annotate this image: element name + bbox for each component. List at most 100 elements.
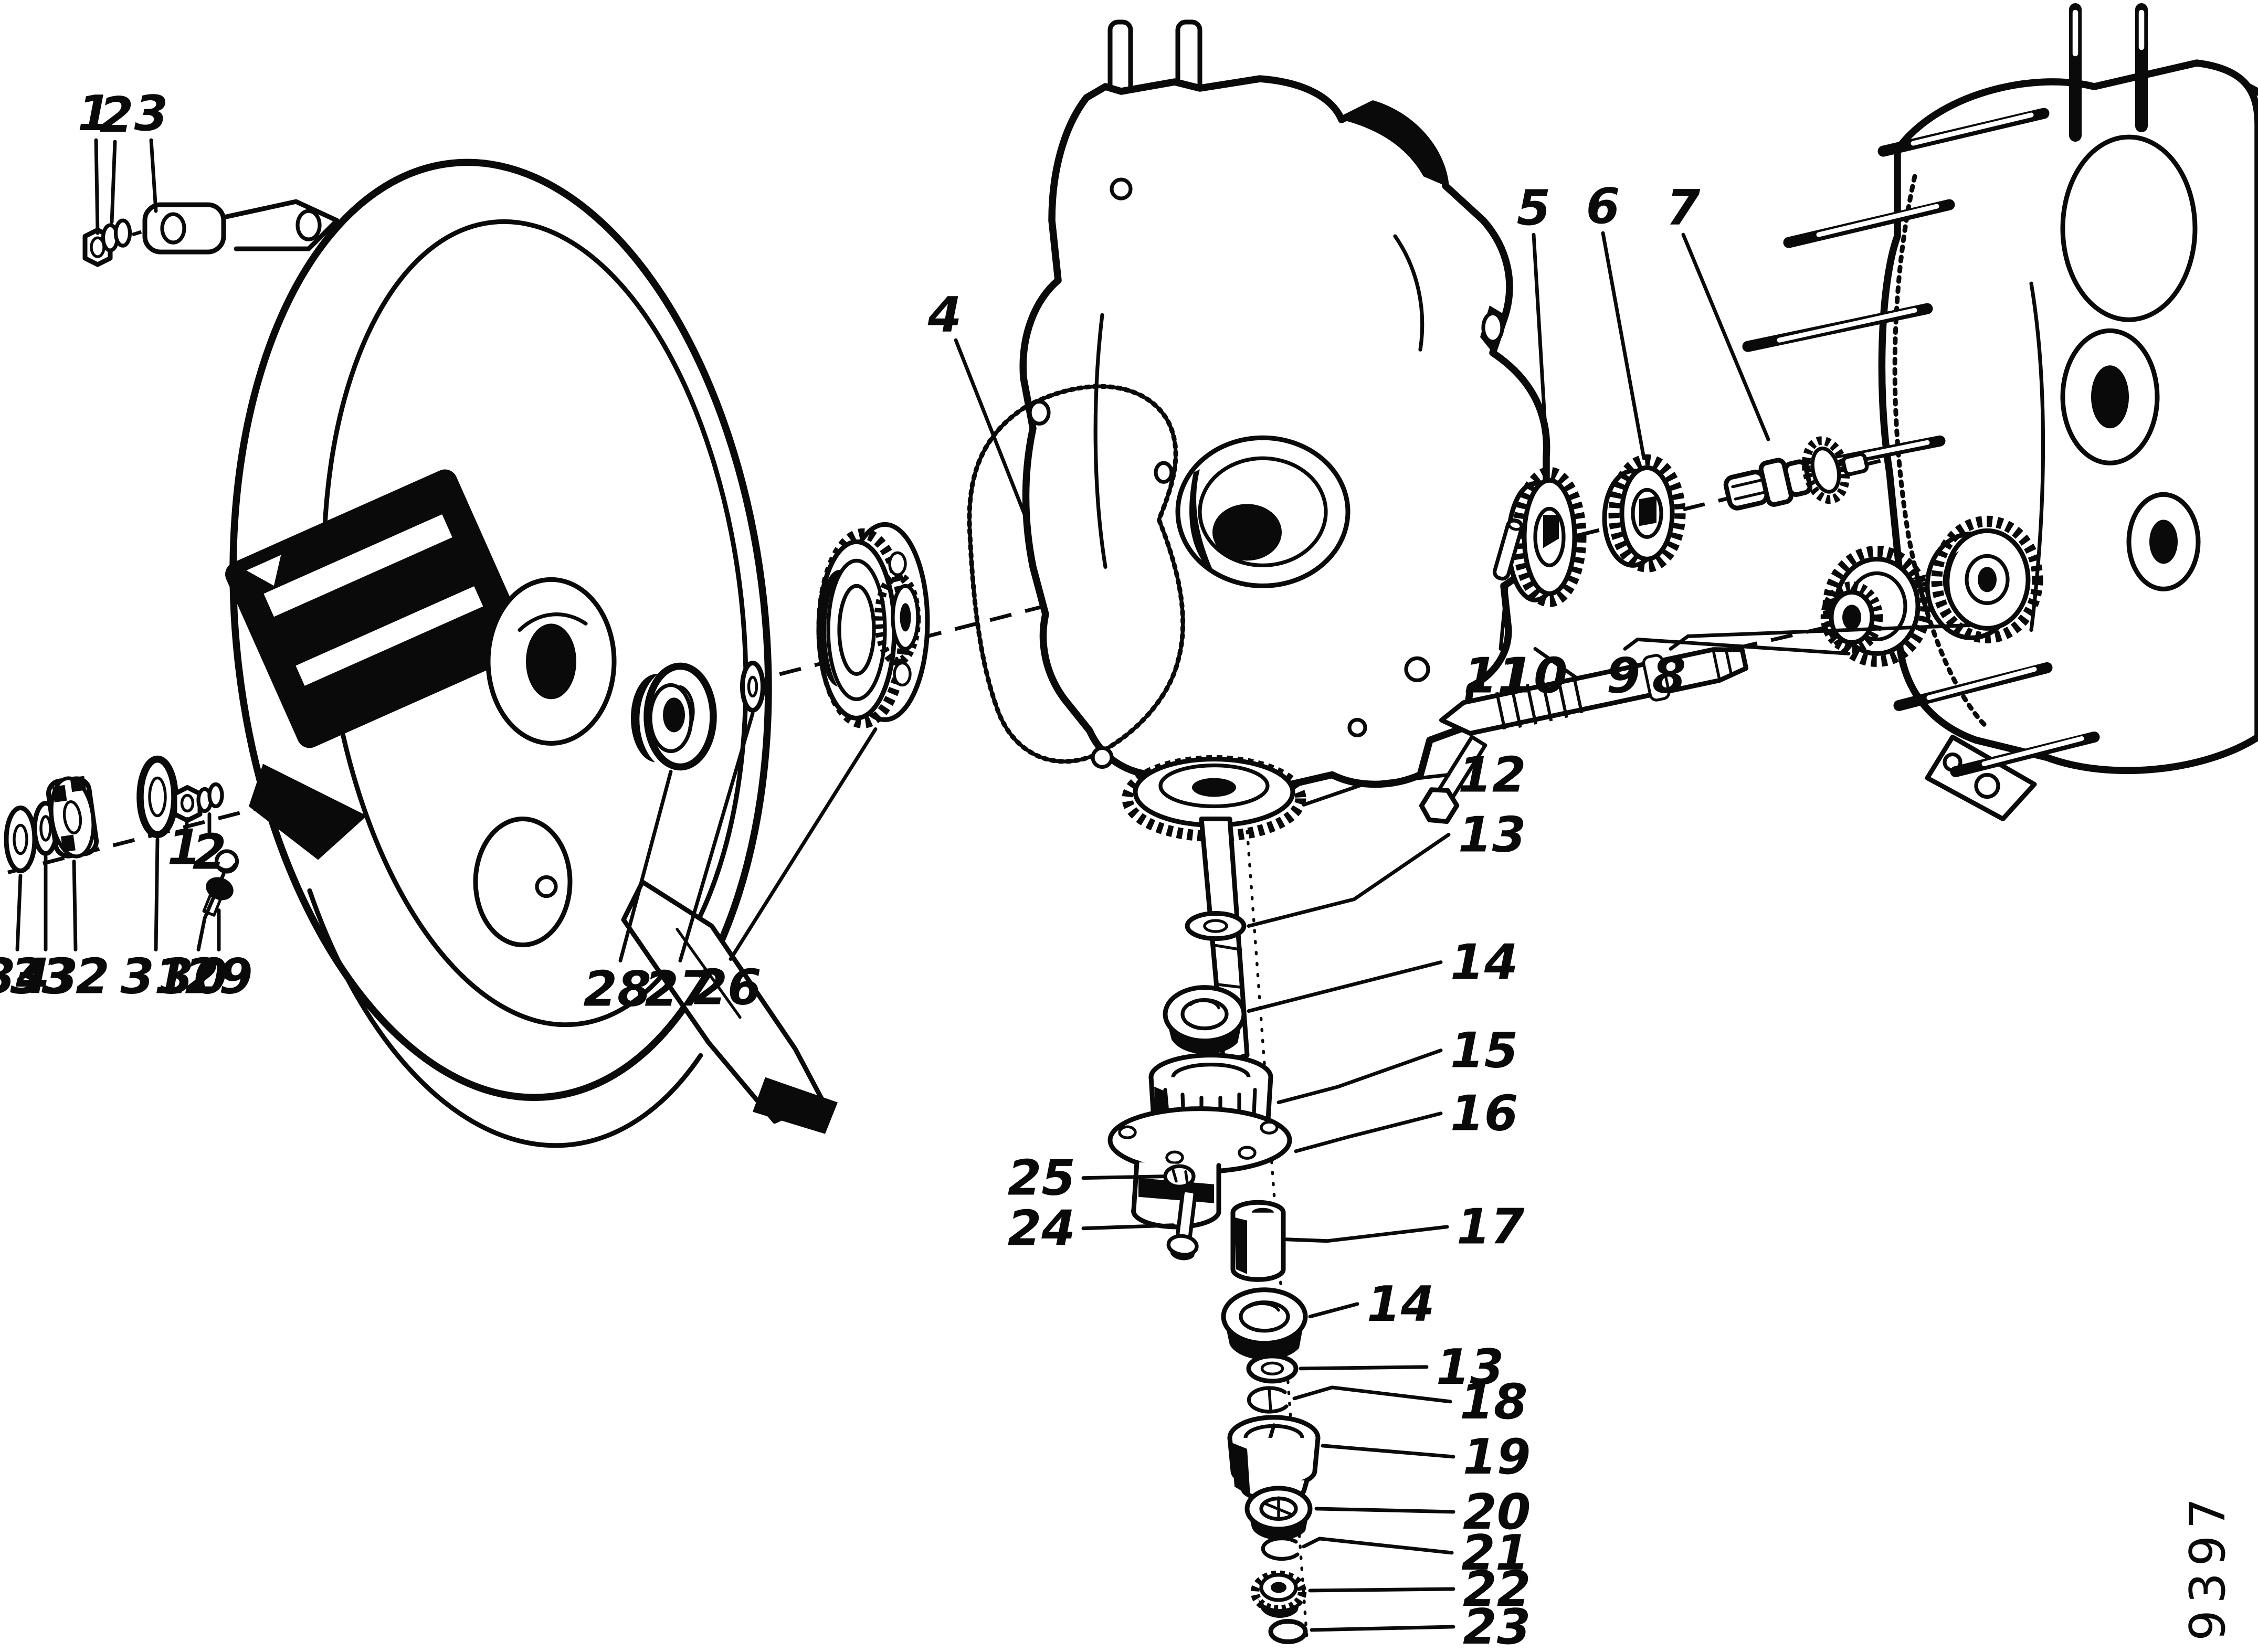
- callout-27: 27: [645, 961, 713, 1018]
- leader-line-6: [1601, 231, 1646, 460]
- callout-4: 4: [927, 287, 962, 343]
- washers-part-2-top: [101, 218, 132, 252]
- leader-line-22: [1308, 1587, 1455, 1593]
- leader-line-2: [110, 140, 117, 224]
- primary-gear-part-26: [816, 522, 930, 728]
- leader-line-5: [1532, 232, 1550, 473]
- callout-14: 14: [1450, 934, 1518, 991]
- leader-line-3: [149, 138, 158, 213]
- leader-line-4: [954, 338, 1029, 522]
- case-rib-1: [1393, 234, 1425, 352]
- right-case-gasket-edge: [1892, 174, 1990, 730]
- callout-1: 1: [78, 85, 112, 142]
- leader-line-16: [1294, 1111, 1443, 1153]
- leader-line-1: [184, 817, 189, 832]
- callout-13: 13: [1436, 1339, 1504, 1395]
- leader-line-1: [94, 138, 100, 235]
- leader-line-17: [1284, 1225, 1449, 1243]
- leader-line-32: [72, 860, 78, 952]
- callout-1: 1: [167, 819, 202, 876]
- washer-part-13-upper: [1185, 911, 1247, 941]
- leader-line-21: [1302, 1537, 1454, 1555]
- gear-shaft-part-10: [1439, 647, 1749, 736]
- callout-31: 31: [120, 948, 188, 1005]
- leader-line-9: [1623, 637, 1851, 655]
- callout-6: 6: [1586, 178, 1620, 235]
- leader-line-28: [618, 770, 673, 963]
- callout-29: 29: [185, 948, 252, 1005]
- callout-17: 17: [1457, 1199, 1525, 1255]
- washer-part-27: [740, 660, 765, 713]
- right-case-upper-bore: [2060, 328, 2160, 465]
- callout-24: 24: [1008, 1200, 1075, 1257]
- callout-15: 15: [1450, 1022, 1518, 1079]
- case-hole-1: [1110, 177, 1133, 200]
- leader-line-11: [1499, 580, 1509, 651]
- crankcase-left-half: [967, 19, 1550, 824]
- crankcase-right-half: [1878, 59, 2258, 775]
- case-hole-2: [1481, 311, 1504, 344]
- bearing-part-14-lower: [1221, 1287, 1308, 1360]
- callout-16: 16: [1450, 1085, 1518, 1142]
- callout-32: 32: [41, 948, 109, 1005]
- leader-line-19: [1321, 1444, 1455, 1459]
- circlip-part-25: [1163, 1164, 1196, 1189]
- leader-line-12: [1302, 773, 1451, 807]
- housing-lower-boss: [473, 816, 573, 948]
- right-case-window: [2060, 134, 2198, 322]
- case-hole-3: [1404, 656, 1430, 683]
- leader-line-14: [1308, 1302, 1359, 1319]
- gear-part-6: [1602, 454, 1686, 573]
- callout-2: 2: [100, 87, 134, 143]
- bearing-part-20: [1244, 1486, 1313, 1540]
- right-case-lower-bore: [2126, 492, 2201, 591]
- bolt-part-24: [1166, 1188, 1199, 1261]
- gasket-part-4: [967, 384, 1186, 769]
- callout-28: 28: [583, 961, 651, 1018]
- callout-34: 34: [0, 948, 50, 1005]
- spline-pinion-part-22: [1250, 1570, 1307, 1618]
- stud-axis-line: [132, 223, 164, 237]
- callout-11: 11: [1463, 647, 1531, 704]
- circlip-part-21: [1261, 1536, 1300, 1561]
- leader-line-25: [1081, 1174, 1166, 1180]
- right-case-top-studs: [2069, 3, 2148, 142]
- gear-part-9: [1820, 545, 1932, 667]
- leader-line-18: [1292, 1385, 1452, 1404]
- bearing-part-14-upper: [1163, 985, 1247, 1054]
- case-shade-1: [1342, 104, 1445, 186]
- callout-8: 8: [1652, 647, 1686, 704]
- leader-line-24: [1081, 1223, 1175, 1231]
- washers-part-2-mid: [196, 782, 224, 813]
- crank-hub: [486, 577, 617, 746]
- leader-line-23: [1310, 1625, 1455, 1632]
- leader-line-27: [678, 711, 755, 963]
- leader-line-10: [1533, 647, 1580, 681]
- pin-part-11: [1492, 518, 1524, 581]
- snap-ring-part-18: [1247, 1386, 1289, 1414]
- housing-shadow-wedge: [249, 764, 367, 860]
- callout-30: 30: [160, 948, 227, 1005]
- callout-7: 7: [1666, 179, 1701, 236]
- right-gear-train: [1439, 3, 2258, 821]
- leader-line-34: [15, 874, 23, 952]
- leader-line-30: [196, 872, 226, 952]
- stack-axis-hint: [1242, 786, 1309, 1639]
- callout-10: 10: [1500, 647, 1567, 704]
- right-case-bracket: [1925, 734, 2037, 821]
- nut-part-1-mid: [172, 785, 203, 823]
- spacer-sleeve-part-17: [1230, 1200, 1286, 1282]
- callout-14: 14: [1367, 1276, 1434, 1332]
- flywheel-housing-assembly: [4, 158, 930, 1148]
- housing-top-lug: [142, 199, 340, 255]
- kick-lever: [621, 880, 838, 1134]
- gear-part-8: [1925, 515, 2043, 643]
- callout-26: 26: [693, 959, 761, 1016]
- figure-number: 9397: [2179, 1491, 2236, 1641]
- callout-12: 12: [1458, 746, 1526, 803]
- case-hole-4: [1347, 717, 1367, 738]
- magneto-coil-block: [225, 469, 530, 748]
- callout-33: 33: [10, 948, 78, 1005]
